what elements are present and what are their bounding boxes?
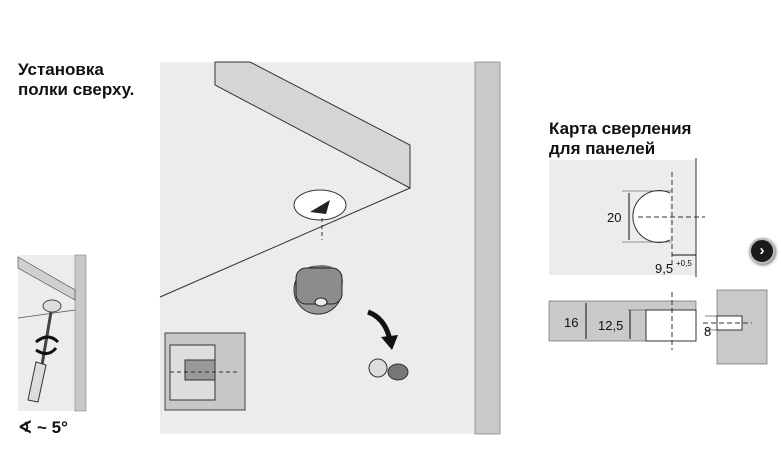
diameter-label: 20 bbox=[607, 210, 621, 225]
main-installation-illustration bbox=[159, 61, 501, 435]
offset-label: 9,5 bbox=[655, 261, 673, 276]
drilling-map-title: Карта сверления для панелей bbox=[549, 119, 691, 159]
next-button[interactable]: › bbox=[749, 238, 775, 264]
pin-label: 8 bbox=[704, 324, 711, 339]
drilling-map-side-view: 16 12,5 8 bbox=[548, 289, 768, 365]
thickness-label: 16 bbox=[564, 315, 578, 330]
drilling-map-top-view: 20 9,5 +0,5 bbox=[549, 158, 705, 277]
angle-icon: ∢ bbox=[18, 418, 33, 437]
title-line: Карта сверления bbox=[549, 119, 692, 138]
title-line: для панелей bbox=[549, 139, 656, 158]
angle-indicator: ∢ ~ 5° bbox=[18, 418, 68, 438]
tolerance-label: +0,5 bbox=[676, 259, 692, 268]
screwdriver-illustration bbox=[17, 254, 87, 412]
installation-title: Установка полки сверху. bbox=[18, 60, 134, 100]
angle-label: ~ 5° bbox=[36, 418, 68, 437]
title-line: Установка bbox=[18, 60, 104, 79]
depth-label: 12,5 bbox=[598, 318, 623, 333]
chevron-right-icon: › bbox=[759, 242, 765, 259]
title-line: полки сверху. bbox=[18, 80, 135, 99]
